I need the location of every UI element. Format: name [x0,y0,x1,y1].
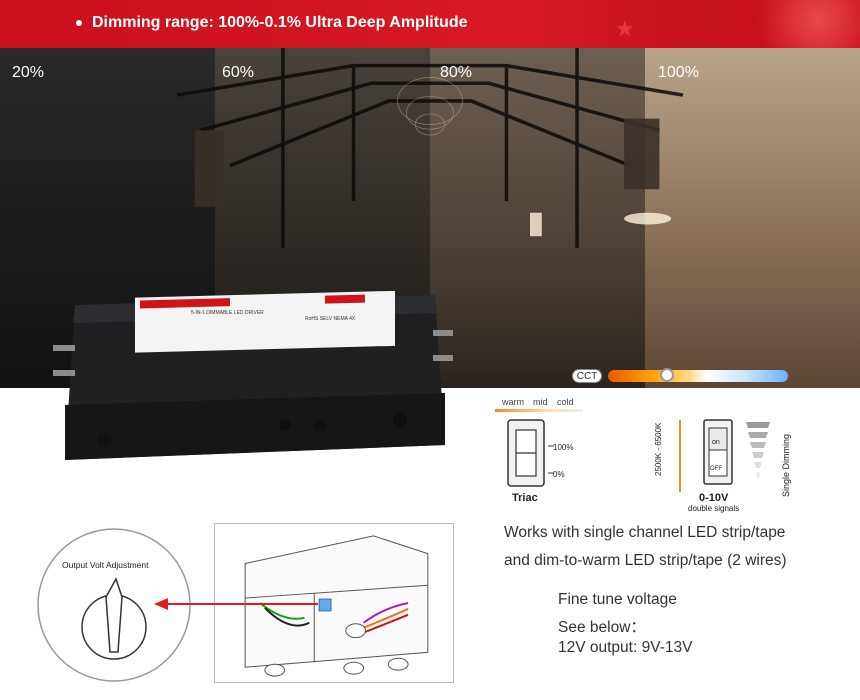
dim-segment-100 [645,48,860,388]
switch-on-label: on [712,439,720,446]
level-label-60: 60% [222,64,255,81]
cct-slider-knob[interactable] [660,368,674,382]
fine-line-3: 12V output: 9V-13V [558,639,693,656]
cold-label: cold [557,397,574,407]
fine-line-2: See below： [558,619,646,636]
ceiling-beams-illustration [176,48,684,248]
triac-switch-icon [507,419,554,487]
top-banner: Dimming range: 100%-0.1% Ultra Deep Ampl… [0,0,860,48]
star-icon: ★ [615,16,635,41]
level-label-20: 20% [12,64,45,81]
pointer-arrow-icon [154,598,318,610]
volt-adjustment-label: Output Volt Adjustment [62,560,149,570]
volt-adjustment-dial [37,528,191,682]
warm-cold-gradient [495,409,583,412]
switch-off-label: OFF [710,466,722,472]
driver-label-top: 5-IN-1 DIMMABLE LED DRIVER [191,310,264,316]
cct-gradient-bar [608,370,788,382]
triac-level-high: 100% [553,443,574,452]
led-driver-image: 5-IN-1 DIMMABLE LED DRIVER 24V 100W RoHS… [53,290,453,460]
single-dimming-label: Single Dimming [781,433,791,497]
triac-label: Triac [512,492,538,504]
cct-label: CCT [572,369,602,383]
bullet-dot [76,20,82,26]
level-label-100: 100% [658,64,699,81]
warm-label: warm [502,397,524,407]
fine-line-1: Fine tune voltage [558,591,677,608]
driver-badge: 24V 100W [328,305,352,311]
level-label-80: 80% [440,64,473,81]
driver-certs: RoHS SELV NEMA 4X [305,316,356,322]
works-line-1: Works with single channel LED strip/tape [504,524,786,541]
banner-flare [720,0,860,48]
triac-level-low: 0% [553,470,565,479]
interior-photo: 20% 60% 80% 100% [0,48,860,388]
dimming-switch-icon: on OFF [679,419,770,492]
v010-label: 0-10V [699,492,729,504]
banner-title: Dimming range: 100%-0.1% Ultra Deep Ampl… [92,14,468,31]
junction-box-diagram [214,523,454,683]
v010-sub-label: double signals [688,504,740,513]
cct-range-label: 2500K - 6500K [654,422,663,476]
works-line-2: and dim-to-warm LED strip/tape (2 wires) [504,552,787,569]
mid-label: mid [533,397,548,407]
